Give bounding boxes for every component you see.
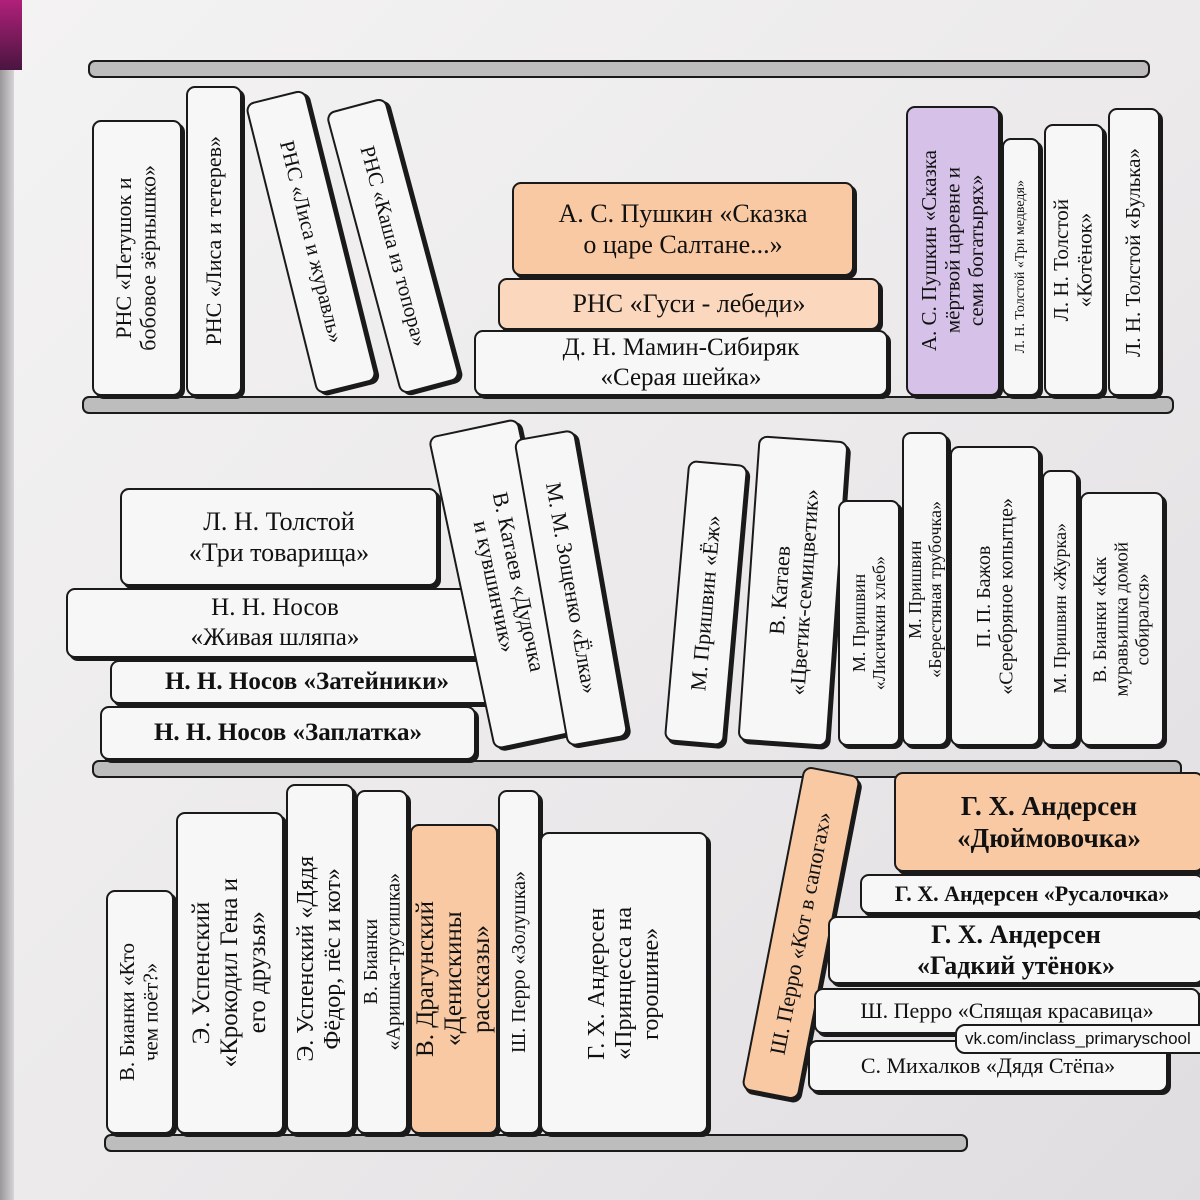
book-title: Г. Х. Андерсен «Принцесса на горошине» [583, 906, 664, 1060]
book-title: С. Михалков «Дядя Стёпа» [860, 1052, 1116, 1078]
book-seraya-sheyka[interactable]: Д. Н. Мамин-Сибиряк «Серая шейка» [474, 330, 888, 396]
book-berestyanaya-trubochka[interactable]: М. Пришвин «Берестяная трубочка» [902, 432, 948, 746]
book-zhivaya-shlyapa[interactable]: Н. Н. Носов «Живая шляпа» [66, 588, 484, 658]
shelf-1-board [82, 396, 1174, 414]
book-zaplatka[interactable]: Н. Н. Носов «Заплатка» [100, 706, 476, 760]
book-title: Э. Успенский «Крокодил Гена и его друзья… [188, 878, 271, 1068]
book-zhurka[interactable]: М. Пришвин «Журка» [1042, 470, 1078, 746]
book-dyuymovochka[interactable]: Г. Х. Андерсен «Дюймовочка» [894, 772, 1200, 872]
book-gadkiy-utyonok[interactable]: Г. Х. Андерсен «Гадкий утёнок» [828, 916, 1200, 984]
book-title: Ш. Перро «Спящая красавица» [860, 997, 1154, 1023]
book-title: Л. Н. Толстой «Булька» [1121, 147, 1146, 357]
book-title: Г. Х. Андерсен «Гадкий утёнок» [916, 919, 1116, 980]
background-corner [0, 0, 22, 70]
book-title: Г. Х. Андерсен «Русалочка» [894, 880, 1170, 906]
book-title: М. Пришвин «Журка» [1049, 522, 1070, 694]
book-title: Ш. Перро «Золушка» [507, 871, 530, 1053]
book-title: Л. Н. Толстой «Три медведя» [1013, 180, 1029, 354]
book-title: РНС «Гуси - лебеди» [572, 289, 806, 319]
book-title: В. Катаев «Цветик-семицветик» [764, 487, 825, 696]
paper-edge-shadow [0, 70, 14, 1200]
book-myortvaya-tsarevna[interactable]: А. С. Пушкин «Сказка мёртвой царевне и с… [906, 106, 1000, 396]
book-krokodil-gena[interactable]: Э. Успенский «Крокодил Гена и его друзья… [176, 812, 284, 1134]
watermark-link: vk.com/inclass_primaryschool [955, 1024, 1200, 1054]
book-tri-tovarishcha[interactable]: Л. Н. Толстой «Три товарища» [120, 488, 438, 586]
book-title: Л. Н. Толстой «Котёнок» [1049, 198, 1097, 322]
book-petushok[interactable]: РНС «Петушок и бобовое зёрнышко» [92, 120, 182, 396]
book-title: Д. Н. Мамин-Сибиряк «Серая шейка» [562, 334, 800, 391]
shelf-top-board [88, 60, 1150, 78]
book-title: Э. Успенский «Дядя Фёдор, пёс и кот» [293, 856, 346, 1062]
book-title: Н. Н. Носов «Заплатка» [153, 719, 423, 746]
book-title: В. Драгунский «Денискины рассказы» [412, 901, 495, 1057]
book-title: П. П. Бажов «Серебряное копытце» [972, 497, 1017, 695]
book-title: А. С. Пушкин «Сказка мёртвой царевне и с… [916, 150, 988, 352]
book-title: М. Пришвин «Ёж» [685, 514, 726, 692]
book-bulka[interactable]: Л. Н. Толстой «Булька» [1108, 108, 1160, 396]
book-title: М. Пришвин «Берестяная трубочка» [904, 500, 945, 678]
book-muravishka[interactable]: В. Бианки «Как муравьишка домой собиралс… [1080, 492, 1164, 746]
book-gusi-lebedi[interactable]: РНС «Гуси - лебеди» [498, 278, 880, 330]
book-title: В. Бианки «Как муравьишка домой собиралс… [1090, 541, 1154, 697]
book-lisa-i-teterev[interactable]: РНС «Лиса и тетерев» [186, 86, 242, 396]
book-kto-chem-poyot[interactable]: В. Бианки «Кто чем поёт?» [106, 890, 174, 1134]
book-skazka-o-tsare-saltane[interactable]: А. С. Пушкин «Сказка о царе Салтане...» [512, 182, 854, 276]
book-title: В. Бианки «Аришка-трусишка» [359, 873, 404, 1051]
book-printsessa-na-goroshine[interactable]: Г. Х. Андерсен «Принцесса на горошине» [540, 832, 708, 1134]
book-deniskiny-rasskazy[interactable]: В. Драгунский «Денискины рассказы» [410, 824, 498, 1134]
book-tri-medvedya[interactable]: Л. Н. Толстой «Три медведя» [1002, 138, 1040, 396]
book-title: А. С. Пушкин «Сказка о царе Салтане...» [558, 198, 808, 259]
book-title: Н. Н. Носов «Живая шляпа» [190, 594, 360, 651]
book-title: РНС «Лиса и тетерев» [200, 136, 226, 346]
book-title: В. Бианки «Кто чем поёт?» [115, 942, 163, 1082]
book-title: Г. Х. Андерсен «Дюймовочка» [957, 790, 1141, 853]
book-serebryanoe-kopyttse[interactable]: П. П. Бажов «Серебряное копытце» [950, 446, 1040, 746]
book-kotyonok[interactable]: Л. Н. Толстой «Котёнок» [1044, 124, 1104, 396]
book-dyadya-fyodor[interactable]: Э. Успенский «Дядя Фёдор, пёс и кот» [286, 784, 354, 1134]
book-title: Л. Н. Толстой «Три товарища» [188, 506, 370, 567]
book-zolushka[interactable]: Ш. Перро «Золушка» [498, 790, 540, 1134]
book-zateyniki[interactable]: Н. Н. Носов «Затейники» [110, 660, 504, 704]
book-lisichkin-khleb[interactable]: М. Пришвин «Лисичкин хлеб» [838, 500, 900, 746]
book-arishka-trusishka[interactable]: В. Бианки «Аришка-трусишка» [356, 790, 408, 1134]
book-title: М. Пришвин «Лисичкин хлеб» [848, 555, 889, 691]
book-rusalochka[interactable]: Г. Х. Андерсен «Русалочка» [860, 874, 1200, 914]
shelf-3-board [104, 1134, 968, 1152]
book-title: Н. Н. Носов «Затейники» [164, 668, 449, 695]
book-title: РНС «Петушок и бобовое зёрнышко» [111, 165, 161, 351]
